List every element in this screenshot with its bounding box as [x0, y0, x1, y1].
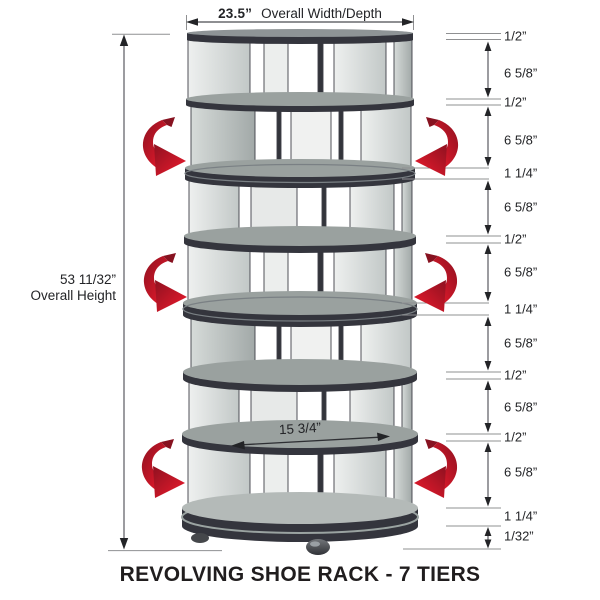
tier-dimension-arrows: [484, 41, 492, 549]
width-dimension-label: 23.5” Overall Width/Depth: [0, 6, 600, 21]
dimension-label: 6 5/8”: [504, 199, 538, 215]
width-value: 23.5”: [218, 6, 253, 21]
dimension-label: 6 5/8”: [504, 464, 538, 480]
dimension-label: 1/32”: [504, 528, 534, 544]
dimension-label: 1 1/4”: [504, 301, 538, 317]
product-title: REVOLVING SHOE RACK - 7 TIERS: [119, 563, 481, 586]
dimension-label: 1/2”: [504, 28, 527, 44]
dimension-label: 1/2”: [504, 367, 527, 383]
dimension-label: 1/2”: [504, 94, 527, 110]
dimension-label: 6 5/8”: [504, 132, 538, 148]
shelf-boards: [181, 29, 419, 542]
height-dimension: [108, 33, 222, 552]
dimension-label: 6 5/8”: [504, 264, 538, 280]
width-dimension: [186, 15, 414, 30]
height-description: Overall Height: [30, 287, 116, 303]
inner-width-dimension: [231, 432, 390, 450]
width-description: Overall Width/Depth: [261, 6, 382, 21]
height-value: 53 11/32”: [59, 272, 116, 287]
dimension-label: 1/2”: [504, 231, 527, 247]
dimension-label: 1/2”: [504, 429, 527, 445]
tier-dimension-ticks: [402, 33, 501, 550]
caster-feet: [191, 533, 330, 555]
height-dimension-label: 53 11/32” Overall Height: [30, 272, 116, 303]
dimension-label: 6 5/8”: [504, 399, 538, 415]
dimension-label: 1 1/4”: [504, 508, 538, 524]
dimension-label: 1 1/4”: [504, 165, 538, 181]
dimension-label: 6 5/8”: [504, 65, 538, 81]
dimension-label: 6 5/8”: [504, 335, 538, 351]
